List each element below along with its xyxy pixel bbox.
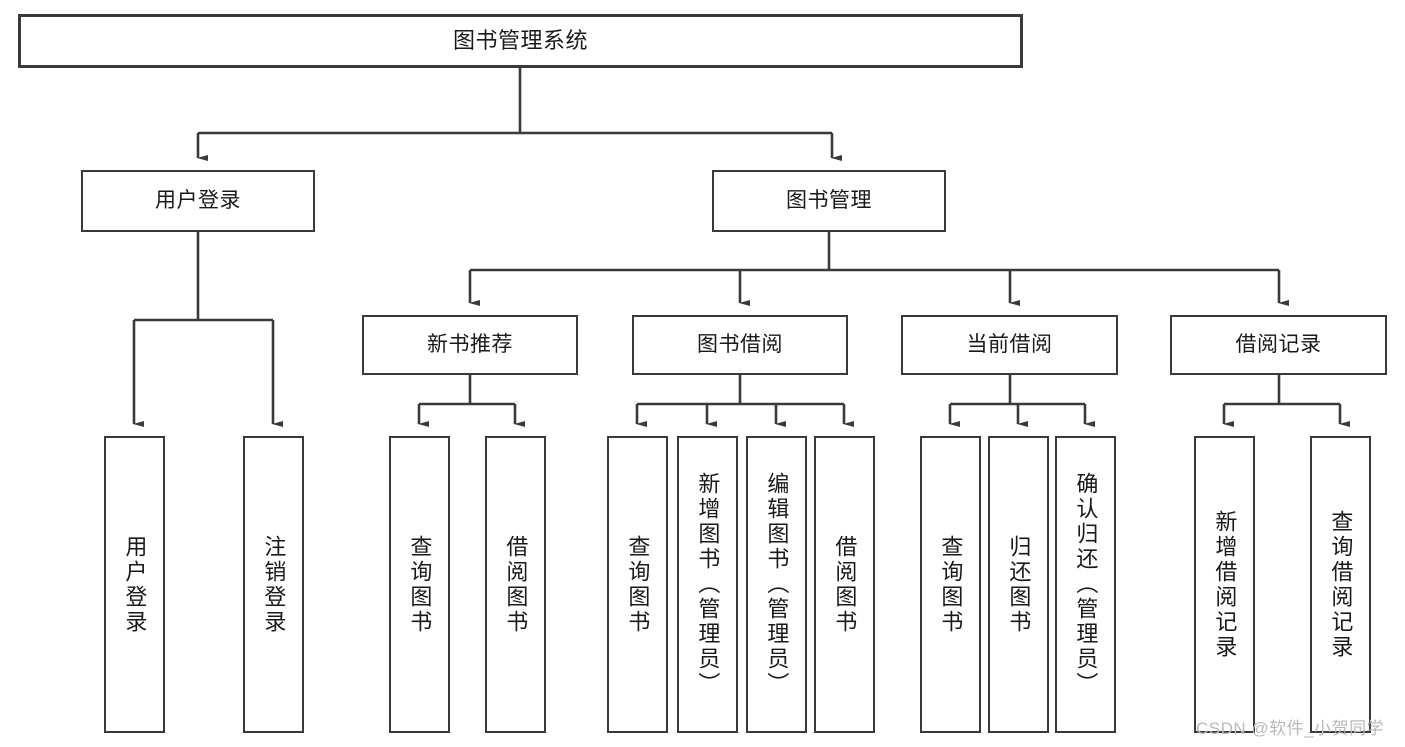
- leaf-return-book[interactable]: 归还图书: [988, 436, 1049, 733]
- node-label: 查询图书: [625, 534, 651, 635]
- csdn-watermark: CSDN @软件_小贺同学: [1196, 719, 1385, 738]
- node-current-borrow[interactable]: 当前借阅: [901, 315, 1118, 375]
- leaf-user-login[interactable]: 用户登录: [104, 436, 165, 733]
- leaf-logout[interactable]: 注销登录: [243, 436, 304, 733]
- leaf-edit-book-admin[interactable]: 编辑图书（管理员）: [746, 436, 807, 733]
- node-label: 图书管理: [786, 188, 872, 212]
- node-label: 查询借阅记录: [1328, 509, 1354, 660]
- leaf-confirm-return-admin[interactable]: 确认归还（管理员）: [1055, 436, 1116, 733]
- leaf-borrow-book[interactable]: 借阅图书: [814, 436, 875, 733]
- node-label: 图书管理系统: [452, 28, 588, 54]
- node-label: 借阅图书: [832, 534, 858, 635]
- node-label: 用户登录: [122, 534, 148, 635]
- leaf-query-borrow-record[interactable]: 查询借阅记录: [1310, 436, 1371, 733]
- node-label: 确认归还（管理员）: [1073, 472, 1099, 697]
- node-label: 当前借阅: [966, 332, 1053, 356]
- node-book-management-system[interactable]: 图书管理系统: [18, 14, 1023, 68]
- leaf-add-borrow-record[interactable]: 新增借阅记录: [1194, 436, 1255, 733]
- leaf-query-book-borrow[interactable]: 查询图书: [607, 436, 668, 733]
- node-label: 新增借阅记录: [1212, 509, 1238, 660]
- node-label: 查询图书: [938, 534, 964, 635]
- node-user-login[interactable]: 用户登录: [81, 170, 315, 232]
- node-label: 查询图书: [407, 534, 433, 635]
- node-borrow-records[interactable]: 借阅记录: [1170, 315, 1387, 375]
- leaf-query-book-current[interactable]: 查询图书: [920, 436, 981, 733]
- leaf-query-book-recommendation[interactable]: 查询图书: [389, 436, 450, 733]
- node-label: 新增图书（管理员）: [695, 472, 721, 697]
- node-label: 编辑图书（管理员）: [764, 472, 790, 697]
- leaf-add-book-admin[interactable]: 新增图书（管理员）: [677, 436, 738, 733]
- node-book-management[interactable]: 图书管理: [712, 170, 946, 232]
- leaf-borrow-book-recommendation[interactable]: 借阅图书: [485, 436, 546, 733]
- node-new-book-recommendation[interactable]: 新书推荐: [362, 315, 578, 375]
- node-book-borrow[interactable]: 图书借阅: [632, 315, 848, 375]
- node-label: 用户登录: [155, 188, 241, 212]
- node-label: 借阅记录: [1235, 332, 1322, 356]
- node-label: 新书推荐: [427, 332, 513, 356]
- node-label: 图书借阅: [697, 332, 783, 356]
- node-label: 注销登录: [261, 534, 287, 635]
- node-label: 借阅图书: [503, 534, 529, 635]
- node-label: 归还图书: [1006, 534, 1032, 635]
